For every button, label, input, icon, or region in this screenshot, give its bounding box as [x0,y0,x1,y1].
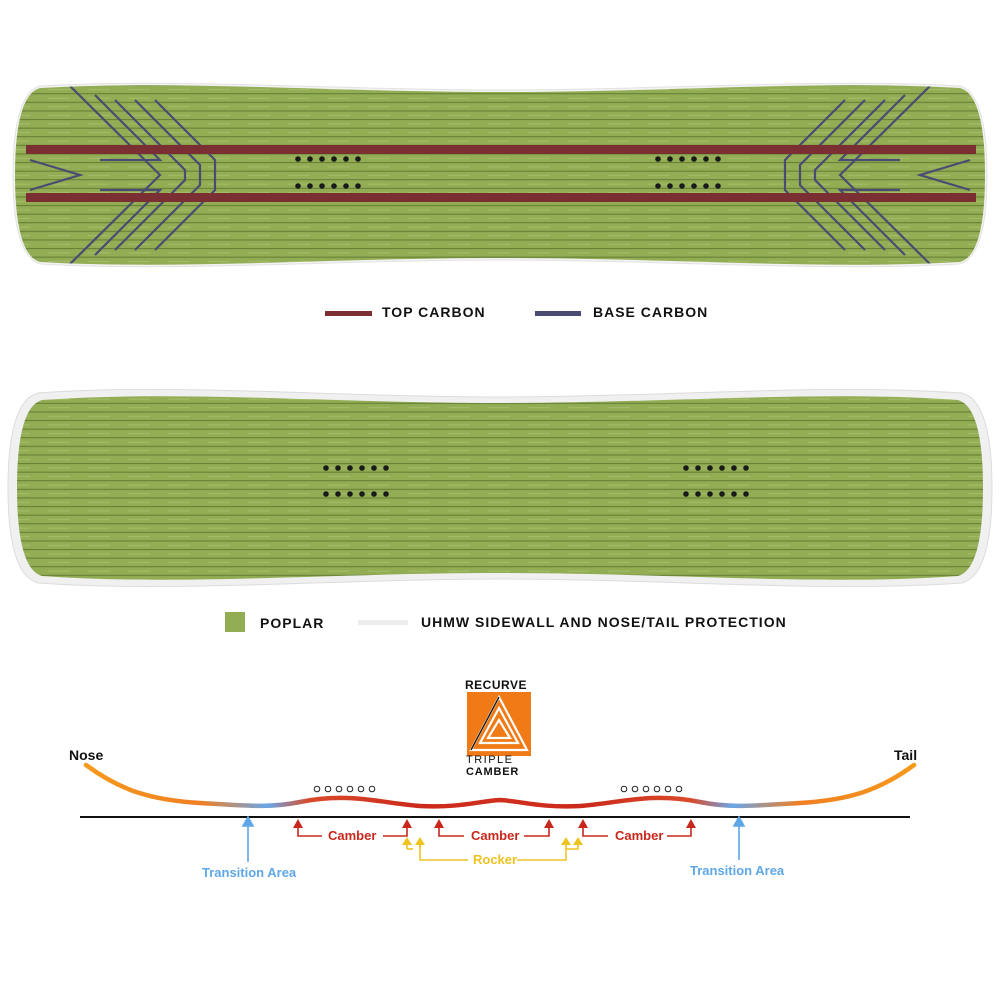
poplar-swatch [225,612,245,632]
tail-label: Tail [894,747,918,763]
recurve-triple-camber-logo [467,692,531,756]
base-carbon-swatch [535,311,581,316]
sidewall-swatch [358,620,408,625]
camber-label-left: Camber [328,828,377,843]
top-board [12,82,988,268]
camber-profile [80,762,917,862]
bottom-board [7,388,993,588]
transition-area-label-left: Transition Area [202,865,297,880]
camber-arrowheads [293,819,696,828]
camber-brackets [297,826,692,837]
poplar-label: POPLAR [260,615,325,631]
top-board-inserts-left [295,156,361,189]
rocker-arrowheads [402,837,583,845]
logo-orange-square [467,692,531,756]
bottom-board-poplar-core [17,396,983,580]
bottom-board-inserts-right [683,465,749,497]
nose-label: Nose [69,747,104,763]
transition-arrows [241,815,746,862]
profile-inserts-right [620,785,683,793]
sidewall-label: UHMW SIDEWALL AND NOSE/TAIL PROTECTION [421,614,787,630]
top-board-poplar-core [15,85,985,265]
logo-text-recurve: RECURVE [465,678,527,692]
top-carbon-swatch [325,311,372,316]
logo-text-triple: TRIPLE [466,754,514,766]
camber-label-right: Camber [615,828,664,843]
rocker-brackets [406,842,579,861]
base-carbon-label: BASE CARBON [593,304,709,320]
top-carbon-label: TOP CARBON [382,304,486,320]
logo-text-camber: CAMBER [466,766,520,778]
top-carbon-stringers [26,145,976,202]
camber-label-center: Camber [471,828,520,843]
rocker-label: Rocker [473,852,518,867]
transition-area-label-right: Transition Area [690,863,785,878]
board-profile-curve [83,762,917,809]
base-carbon-stringers [29,85,971,265]
profile-inserts-left [313,785,376,793]
top-board-inserts-right [655,156,721,189]
bottom-board-inserts-left [323,465,389,497]
